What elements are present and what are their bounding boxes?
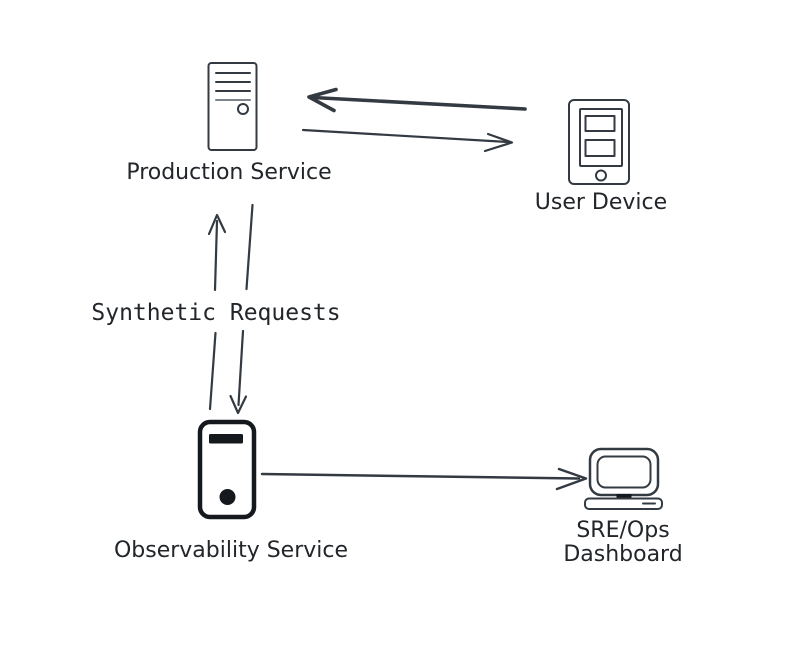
observability-service-label: Observability Service <box>114 538 348 563</box>
computer-base <box>584 497 663 510</box>
server-power-button <box>219 489 236 505</box>
device-home-button <box>595 169 607 182</box>
server-power-button <box>237 103 249 115</box>
arrow-shaft-upper <box>213 219 219 292</box>
desktop-computer-icon <box>584 447 663 510</box>
server-drive-bay <box>209 434 243 444</box>
server-tower-icon <box>207 62 258 151</box>
arrowhead-up <box>207 213 227 236</box>
device-frame <box>568 99 630 185</box>
node-user-device: User Device <box>535 99 667 215</box>
arrow-production-to-observability <box>229 203 254 415</box>
server-tower-bold-icon <box>197 419 257 520</box>
sre-ops-dashboard-label-line2: Dashboard <box>563 542 682 567</box>
arrowhead-right <box>555 467 588 491</box>
node-production-service: Production Service <box>126 62 332 185</box>
device-screen-block <box>584 115 616 132</box>
production-service-label: Production Service <box>126 160 331 185</box>
server-body <box>197 419 257 520</box>
synthetic-requests-label: Synthetic Requests <box>91 300 340 326</box>
user-device-label: User Device <box>535 190 667 215</box>
arrow-user-to-production <box>307 87 527 113</box>
sre-ops-dashboard-label-line1: SRE/Ops <box>576 518 669 543</box>
monitor-screen <box>596 455 652 489</box>
arrow-shaft-upper <box>245 203 254 291</box>
device-screen <box>579 108 623 167</box>
arrow-shaft-lower <box>208 331 217 411</box>
arrow-shaft <box>311 95 527 111</box>
device-screen-block <box>584 139 616 157</box>
arrow-observability-to-dashboard <box>260 467 588 491</box>
arrow-shaft-lower <box>237 329 245 407</box>
arrow-shaft <box>301 128 510 144</box>
arrowhead-right <box>483 132 514 153</box>
arrow-shaft <box>260 472 581 480</box>
arrow-observability-to-production <box>207 213 227 411</box>
mobile-device-icon <box>568 99 630 185</box>
arrowhead-down <box>229 394 248 415</box>
node-observability-service: Observability Service <box>114 419 348 563</box>
arrow-production-to-user <box>301 128 514 153</box>
node-sre-ops-dashboard: SRE/Ops Dashboard <box>563 447 683 567</box>
server-body <box>207 62 258 151</box>
arrowhead-left <box>307 87 338 113</box>
monitor-stand <box>616 494 632 499</box>
